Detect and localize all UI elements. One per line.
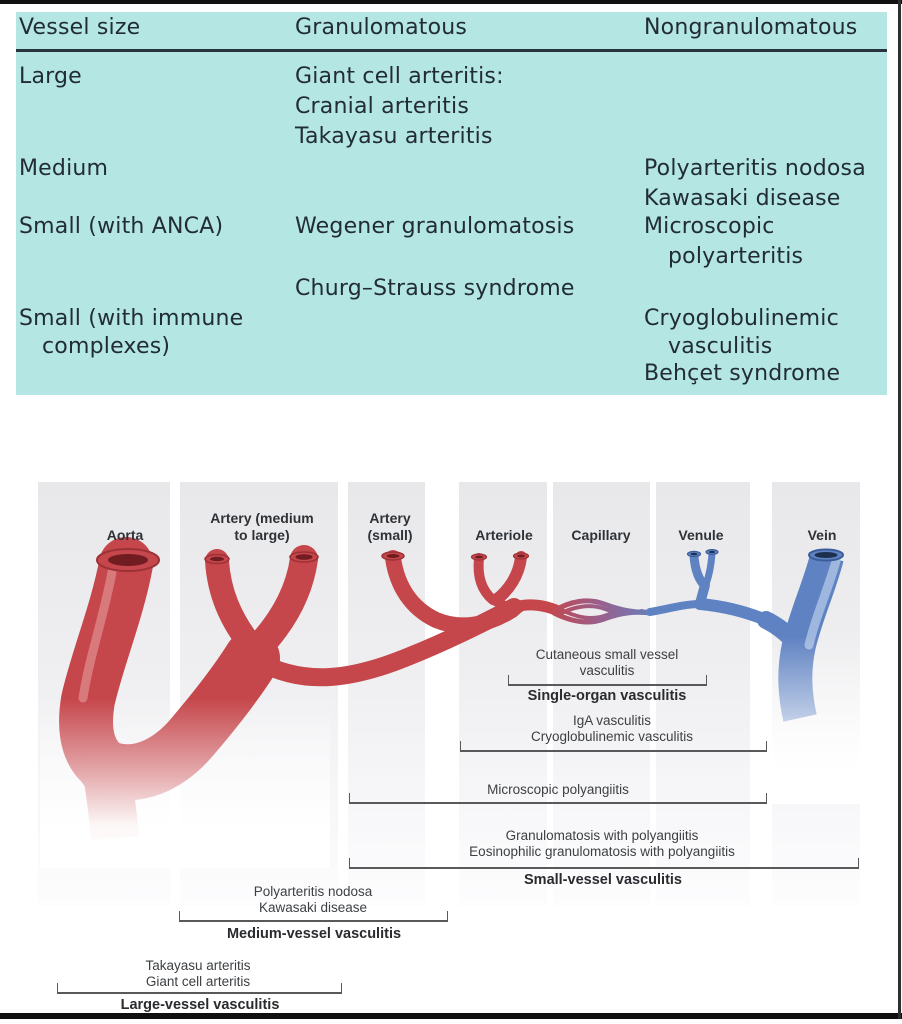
table-cell: Polyarteritis nodosa bbox=[644, 156, 866, 181]
table-cell: Large bbox=[19, 64, 82, 89]
grouping-bracket bbox=[57, 983, 342, 994]
table-header-cell: Nongranulomatous bbox=[644, 15, 858, 40]
table-cell: vasculitis bbox=[668, 334, 773, 359]
table-cell: Giant cell arteritis: bbox=[295, 64, 504, 89]
column-label-line: (small) bbox=[367, 527, 413, 543]
frame-border-top bbox=[0, 0, 902, 4]
column-label-line: Vein bbox=[807, 527, 837, 543]
table-cell: complexes) bbox=[42, 334, 171, 359]
vasculitis-category-label: Large-vessel vasculitis bbox=[120, 997, 280, 1013]
vasculitis-name-line: Granulomatosis with polyangiitis bbox=[505, 828, 699, 843]
table-cell: Takayasu arteritis bbox=[295, 124, 493, 149]
grouping-bracket bbox=[349, 793, 767, 804]
column-band bbox=[38, 482, 170, 906]
vasculitis-category-label: Small-vessel vasculitis bbox=[524, 872, 682, 888]
table-header-cell: Vessel size bbox=[19, 15, 141, 40]
grouping-bracket bbox=[349, 858, 859, 869]
column-label: Aorta bbox=[107, 527, 144, 544]
vasculitis-name-line: Takayasu arteritis bbox=[145, 958, 251, 973]
column-label-line: Capillary bbox=[571, 527, 631, 543]
vasculitis-name-line: Cutaneous small vessel bbox=[535, 647, 679, 662]
column-label-line: Venule bbox=[678, 527, 724, 543]
frame-border-bottom bbox=[0, 1013, 902, 1019]
vasculitis-name-line: Polyarteritis nodosa bbox=[253, 884, 373, 899]
table-cell: polyarteritis bbox=[668, 244, 804, 269]
column-label-line: Artery (medium bbox=[210, 510, 314, 526]
table-cell: Cranial arteritis bbox=[295, 94, 469, 119]
column-label: Vein bbox=[808, 527, 837, 544]
column-label-line: to large) bbox=[234, 527, 290, 543]
table-header-cell: Granulomatous bbox=[295, 15, 468, 40]
column-band bbox=[772, 482, 860, 906]
column-band bbox=[553, 482, 650, 906]
table-cell: Churg–Strauss syndrome bbox=[295, 276, 575, 301]
table-cell: Small (with ANCA) bbox=[19, 214, 224, 239]
table-cell: Small (with immune bbox=[19, 306, 244, 331]
vasculitis-name-line: Microscopic polyangiitis bbox=[487, 782, 629, 797]
vasculitis-name-line: IgA vasculitis bbox=[572, 713, 652, 728]
grouping-bracket bbox=[179, 911, 448, 922]
table-cell: Microscopic bbox=[644, 214, 775, 239]
vasculitis-name-line: Giant cell arteritis bbox=[145, 974, 251, 989]
column-label-line: Aorta bbox=[106, 527, 144, 543]
vasculitis-category-label: Medium-vessel vasculitis bbox=[226, 926, 402, 942]
table-cell: Kawasaki disease bbox=[644, 186, 841, 211]
column-band bbox=[180, 482, 338, 906]
vasculitis-name-line: Cryoglobulinemic vasculitis bbox=[530, 729, 694, 744]
vasculitis-name-line: Eosinophilic granulomatosis with polyang… bbox=[469, 844, 735, 859]
column-label-line: Arteriole bbox=[475, 527, 533, 543]
vasculitis-name-line: vasculitis bbox=[579, 663, 635, 678]
column-label: Arteriole bbox=[475, 527, 533, 544]
table-header-rule bbox=[16, 49, 887, 52]
column-label-line: Artery bbox=[369, 510, 411, 526]
vasculitis-category-label: Single-organ vasculitis bbox=[527, 688, 687, 704]
vasculitis-names: Microscopic polyangiitis bbox=[487, 782, 629, 798]
grouping-bracket bbox=[460, 741, 767, 752]
table-background bbox=[16, 12, 887, 395]
column-label: Venule bbox=[678, 527, 723, 544]
table-cell: Behçet syndrome bbox=[644, 361, 841, 386]
column-label: Artery(small) bbox=[367, 510, 412, 544]
column-band bbox=[348, 482, 425, 906]
table-cell: Medium bbox=[19, 156, 109, 181]
vasculitis-name-line: Kawasaki disease bbox=[258, 900, 368, 915]
frame-border-right bbox=[898, 0, 901, 1019]
column-label: Capillary bbox=[571, 527, 630, 544]
grouping-bracket bbox=[508, 675, 707, 686]
table-cell: Wegener granulomatosis bbox=[295, 214, 575, 239]
table-cell: Cryoglobulinemic bbox=[644, 306, 839, 331]
